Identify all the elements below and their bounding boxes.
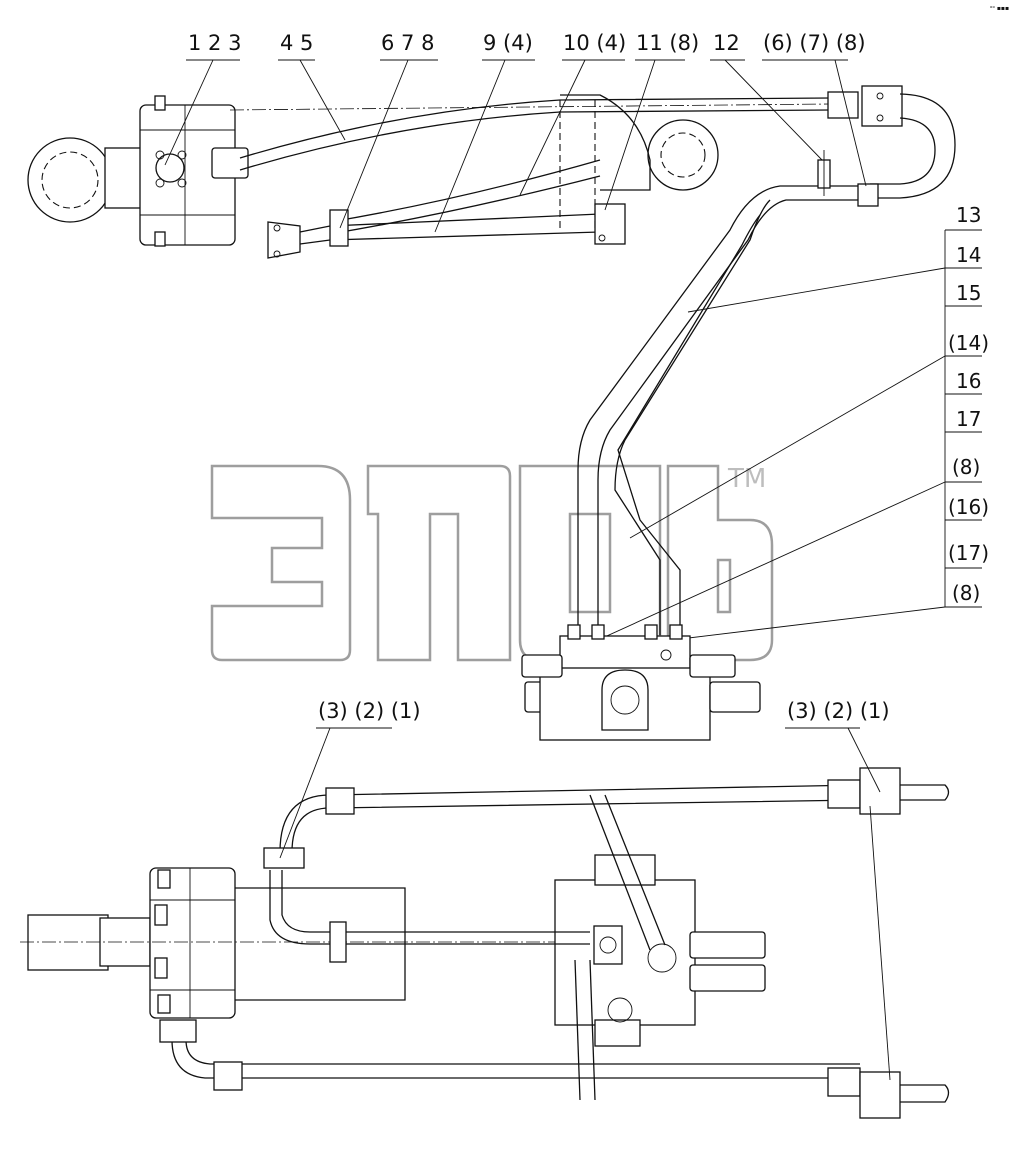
callout-17-ref: (17) [948,541,989,565]
callout-6-7-8-b: (6) (7) (8) [763,31,866,55]
callout-6-7-8: 6 7 8 [381,31,434,55]
callout-8-ref-b: (8) [952,581,980,605]
callouts-bottom: (3) (2) (1) (3) (2) (1) [279,699,891,1081]
control-valve-middle [521,624,761,741]
pipe-lines-top [229,85,956,635]
callout-bottom-right: (3) (2) (1) [787,699,890,723]
callout-8-ref-a: (8) [952,455,980,479]
top-view: 1 2 3 4 5 6 7 8 9 (4) 10 (4) 11 (8) 12 (… [27,31,956,635]
callout-4-5: 4 5 [280,31,313,55]
watermark-tm: TM [727,464,766,494]
watermark-logo: TM [210,464,774,662]
callouts-top: 1 2 3 4 5 6 7 8 9 (4) 10 (4) 11 (8) 12 (… [164,31,867,233]
corner-mark: ᵒᵒ ▪▪▪ [990,5,1009,12]
callout-13: 13 [956,203,981,227]
callout-bottom-left: (3) (2) (1) [318,699,421,723]
callout-14-ref: (14) [948,331,989,355]
callout-16: 16 [956,369,981,393]
wheel-hub-top [27,95,249,247]
callout-15: 15 [956,281,981,305]
callout-1-2-3: 1 2 3 [188,31,241,55]
callout-11-8: 11 (8) [636,31,699,55]
callout-9-4: 9 (4) [483,31,533,55]
callout-12: 12 [713,31,740,55]
callout-16-ref: (16) [948,495,989,519]
callout-14: 14 [956,243,981,267]
bottom-view [20,767,950,1119]
callout-10-4: 10 (4) [563,31,626,55]
cylinder-top [559,94,719,230]
callout-17: 17 [956,407,981,431]
callouts-right: 13 14 15 (14) 16 17 (8) (16) (17) (8) [597,203,989,641]
